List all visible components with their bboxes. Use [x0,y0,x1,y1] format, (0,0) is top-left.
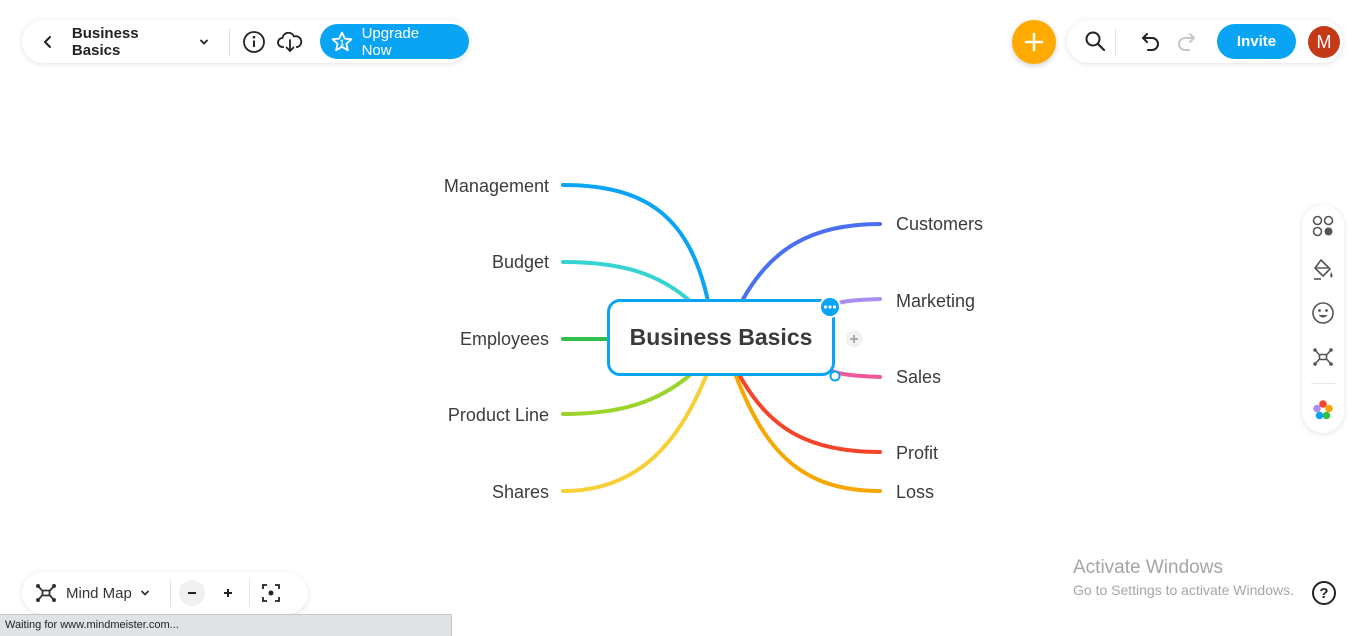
download-button[interactable] [274,26,306,58]
topic-loss[interactable]: Loss [896,482,935,502]
zoom-out-button[interactable] [178,580,205,606]
branch-management [561,183,710,303]
paint-bucket-icon [1314,259,1333,280]
browser-status-bar: Waiting for www.mindmeister.com... [0,614,452,636]
branch-budget [561,260,692,303]
redo-icon [1178,33,1195,51]
search-icon [1085,31,1106,52]
svg-text:1: 1 [339,38,344,47]
top-right-toolbar: Invite M [1067,20,1343,63]
status-text: Waiting for www.mindmeister.com... [5,619,179,631]
map-title-dropdown[interactable]: Business Basics [72,25,209,59]
color-palette-icon [1313,400,1333,420]
topic-budget[interactable]: Budget [491,252,549,272]
activate-windows-title: Activate Windows [1073,557,1223,578]
topic-management[interactable]: Management [443,176,549,196]
branch-product-line [561,373,692,416]
cloud-download-icon [276,31,302,52]
branch-shares [561,374,708,493]
smiley-icon [1312,302,1334,324]
map-structure-button[interactable] [1307,341,1339,373]
topic-employees[interactable]: Employees [459,329,549,349]
undo-icon [1142,33,1159,51]
plus-icon [1024,32,1044,52]
info-button[interactable] [238,26,270,58]
divider [1115,28,1116,56]
invite-button[interactable]: Invite [1217,24,1296,59]
grid-circles-icon [1312,215,1334,237]
branch-customers [740,222,882,303]
add-child-icon[interactable] [845,330,863,348]
upgrade-label: Upgrade Now [361,24,420,59]
color-theme-button[interactable] [1307,394,1339,426]
divider [248,579,250,607]
upgrade-button[interactable]: 1 Upgrade Now [319,24,470,59]
info-icon [242,30,265,53]
topic-customers[interactable]: Customers [896,214,984,234]
minus-icon [187,592,196,594]
emoji-button[interactable] [1307,297,1339,329]
activate-windows-watermark: Activate Windows Go to Settings to activ… [1073,557,1294,599]
plus-icon [223,589,232,597]
style-button[interactable] [1307,253,1339,285]
divider [228,27,230,56]
view-mode-label: Mind Map [66,584,132,602]
topic-shares[interactable]: Shares [491,482,549,502]
mind-map-icon [36,584,56,602]
mind-map-icon [1313,348,1333,366]
activate-windows-subtitle: Go to Settings to activate Windows. [1073,582,1294,598]
chevron-left-icon [43,35,51,48]
right-toolbar [1302,205,1344,433]
avatar-initial: M [1316,31,1332,52]
help-button[interactable]: ? [1312,581,1336,605]
root-topic[interactable]: Business Basics [607,299,835,376]
layout-button[interactable] [1307,210,1339,242]
map-title-bar: Business Basics 1 Upgrade Now [22,20,470,63]
undo-button[interactable] [1135,25,1167,57]
view-mode-dropdown[interactable]: Mind Map [34,581,150,605]
zoom-in-button[interactable] [215,580,241,606]
search-button[interactable] [1079,25,1111,57]
divider [1311,383,1335,384]
resize-handle-icon[interactable] [829,370,841,382]
topic-profit[interactable]: Profit [896,443,939,463]
avatar[interactable]: M [1308,26,1340,58]
view-controls-bar: Mind Map [22,572,308,614]
divider [169,579,171,607]
branch-profit [738,374,882,454]
more-options-icon[interactable] [819,296,841,318]
chevron-down-icon [199,39,208,45]
invite-label: Invite [1236,33,1277,50]
add-button[interactable] [1012,20,1056,64]
topic-sales[interactable]: Sales [896,367,942,387]
help-icon: ? [1319,584,1329,602]
fit-to-screen-button[interactable] [258,580,284,606]
chevron-down-icon [140,590,149,596]
topic-marketing[interactable]: Marketing [896,291,976,311]
map-title: Business Basics [71,24,139,59]
root-topic-label: Business Basics [629,324,813,350]
topic-product-line[interactable]: Product Line [447,405,549,425]
redo-button[interactable] [1170,25,1202,57]
star-icon: 1 [331,31,352,51]
back-button[interactable] [32,26,64,58]
focus-icon [261,584,280,602]
branch-loss [734,374,882,493]
branch-marketing [836,297,882,305]
